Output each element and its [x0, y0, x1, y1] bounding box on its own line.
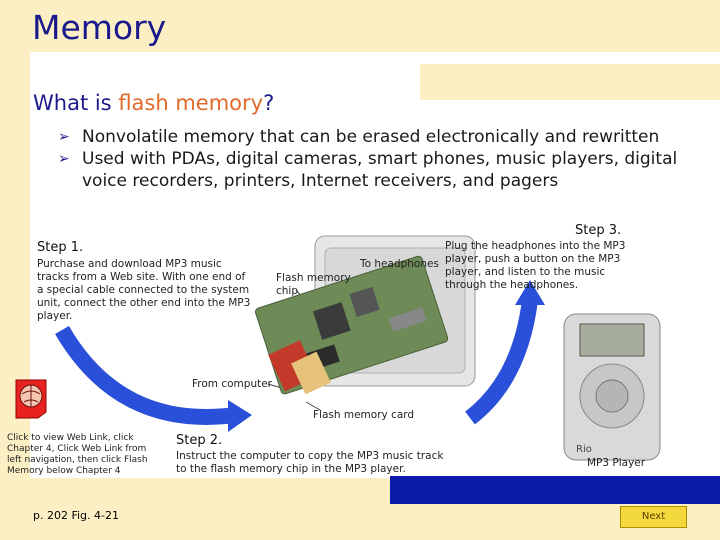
- step3-title: Step 3.: [575, 223, 622, 238]
- web-link-icon[interactable]: [12, 378, 50, 420]
- page-reference: p. 202 Fig. 4-21: [33, 509, 119, 522]
- bullet-list: ➢ Nonvolatile memory that can be erased …: [58, 126, 698, 192]
- bullet-text: Used with PDAs, digital cameras, smart p…: [82, 149, 678, 191]
- step1-title: Step 1.: [37, 240, 84, 255]
- curve-arrow-right: [465, 298, 538, 425]
- step2-title: Step 2.: [176, 433, 223, 448]
- arrow-bullet-icon: ➢: [58, 151, 70, 167]
- flash-chip-label: Flash memory chip: [276, 272, 351, 297]
- question-band: [420, 64, 720, 100]
- flash-card-label: Flash memory card: [313, 409, 415, 421]
- question-prefix: What is: [33, 91, 119, 115]
- question-suffix: ?: [263, 91, 275, 115]
- arrow-bullet-icon: ➢: [58, 129, 70, 145]
- question-heading: What is flash memory?: [33, 91, 274, 115]
- player-brand: Rio: [576, 444, 592, 455]
- mp3-player-label: MP3 Player: [587, 457, 646, 469]
- left-band: [0, 0, 30, 540]
- top-band: [0, 0, 720, 52]
- bullet-item: ➢ Used with PDAs, digital cameras, smart…: [58, 148, 698, 192]
- arrow-head-right: [515, 280, 545, 305]
- step3-text: Plug the headphones into the MP3 player,…: [445, 240, 626, 291]
- question-highlight: flash memory: [118, 91, 264, 115]
- arrow-head-left: [228, 400, 252, 432]
- from-computer-label: From computer: [192, 378, 272, 390]
- bullet-text: Nonvolatile memory that can be erased el…: [82, 127, 660, 147]
- curve-arrow-left: [55, 325, 237, 425]
- slide-title: Memory: [32, 8, 167, 47]
- mp3-player-illustration: Rio: [563, 313, 661, 461]
- step2-text: Instruct the computer to copy the MP3 mu…: [176, 450, 444, 475]
- bullet-item: ➢ Nonvolatile memory that can be erased …: [58, 126, 698, 148]
- web-link-instructions[interactable]: Click to view Web Link, click Chapter 4,…: [7, 433, 148, 476]
- blue-accent-block: [390, 476, 720, 504]
- next-button[interactable]: Next: [620, 506, 687, 528]
- step1-text: Purchase and download MP3 music tracks f…: [37, 258, 251, 322]
- to-headphones-label: To headphones: [360, 258, 439, 270]
- mp3-player-open-illustration: [254, 235, 476, 395]
